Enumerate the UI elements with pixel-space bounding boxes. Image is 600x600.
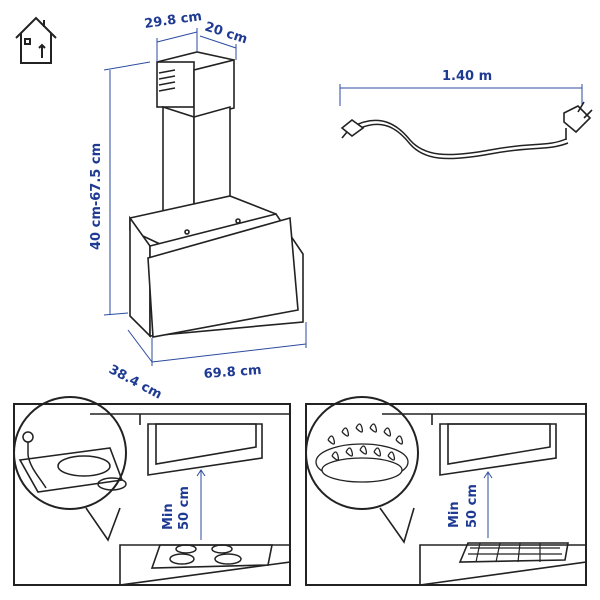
width-top-label: 29.8 cm xyxy=(143,9,202,32)
depth-top-label: 20 cm xyxy=(203,20,249,48)
gas-dist-label: 50 cm xyxy=(465,484,480,528)
cooker-hood-drawing xyxy=(129,51,304,338)
electric-plug-icon xyxy=(563,101,593,140)
cable-length-label: 1.40 m xyxy=(442,69,492,84)
depth-bottom-label: 38.4 cm xyxy=(106,362,164,402)
gas-min-label: Min xyxy=(447,501,462,528)
electric-dist-label: 50 cm xyxy=(177,486,192,530)
electric-min-label: Min xyxy=(161,503,176,530)
house-ventilation-icon xyxy=(15,16,57,64)
install-panel-gas: Min 50 cm xyxy=(305,396,587,586)
width-bottom-label: 69.8 cm xyxy=(203,363,262,382)
height-label: 40 cm-67.5 cm xyxy=(89,143,104,250)
install-panel-electric: Min 50 cm xyxy=(13,396,291,586)
gas-burner-flame-icon xyxy=(315,423,409,483)
power-cable: 1.40 m xyxy=(339,69,593,160)
cable-plug-icon xyxy=(340,118,365,139)
dimension-bottom: 38.4 cm 69.8 cm xyxy=(106,322,307,403)
plug-socket-icon xyxy=(22,431,47,489)
dimension-height: 40 cm-67.5 cm xyxy=(89,61,151,316)
